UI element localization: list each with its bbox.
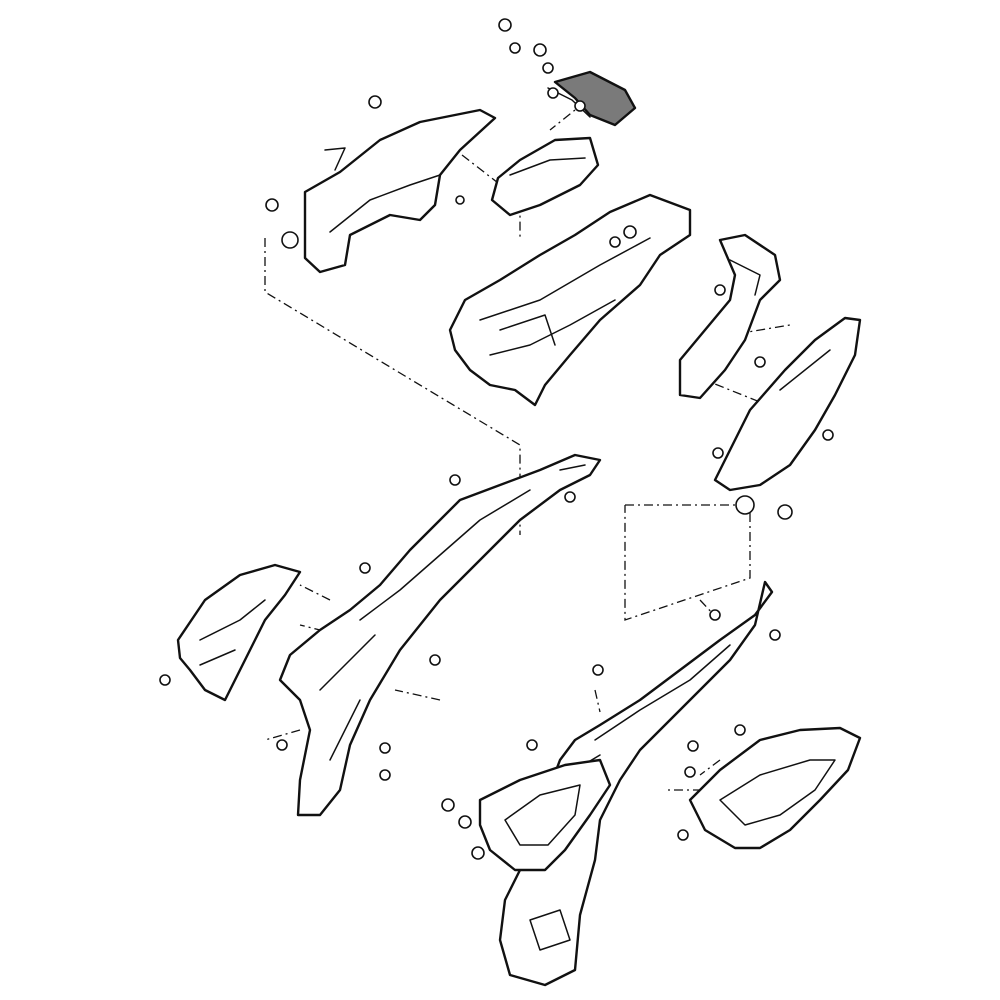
right-upper-bracket <box>678 233 782 400</box>
upper-center-bracket <box>490 136 600 217</box>
fasteners <box>159 18 834 860</box>
right-side-cowl-upper <box>713 316 862 492</box>
top-tail-cover-highlighted <box>547 70 637 127</box>
lower-center-cover <box>478 758 612 872</box>
left-inner-panel <box>176 563 302 702</box>
left-side-cover-frame <box>278 453 602 817</box>
lower-right-panel <box>688 726 862 850</box>
upper-left-cowl <box>303 108 497 274</box>
rear-fender-tray <box>448 193 692 407</box>
